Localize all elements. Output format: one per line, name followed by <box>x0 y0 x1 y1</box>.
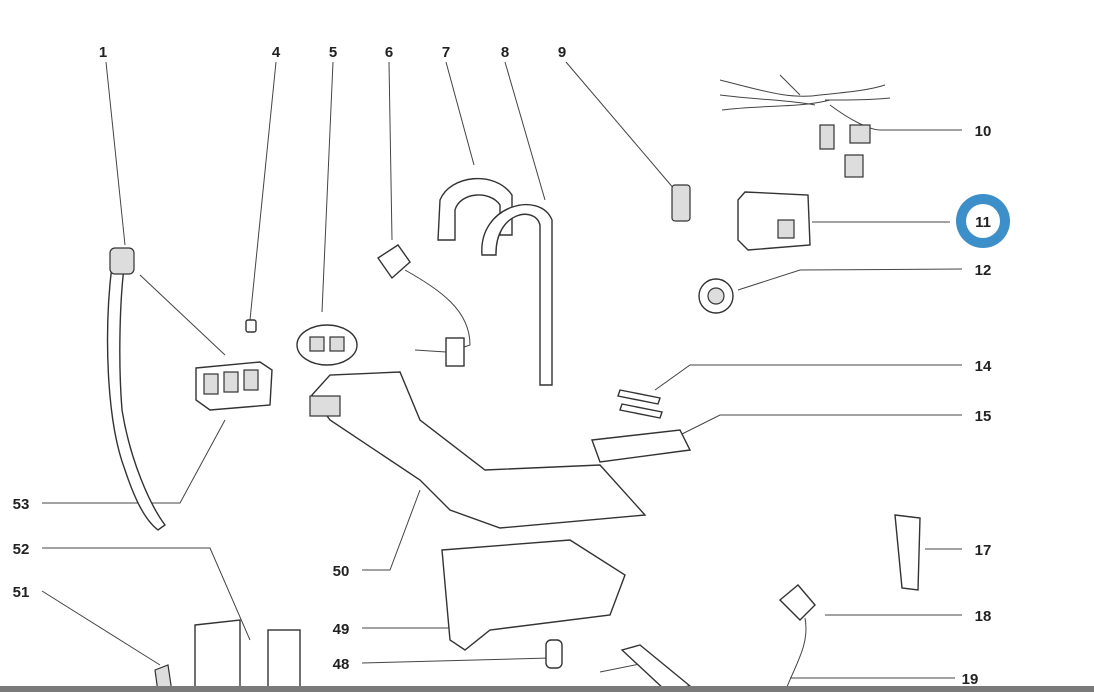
part-14-connectors <box>617 389 663 419</box>
part-panel <box>620 644 692 691</box>
part-wiring-10 <box>719 74 891 178</box>
part-48 <box>545 639 563 669</box>
part-bracket <box>194 619 241 692</box>
callout-6[interactable]: 6 <box>385 44 393 61</box>
part-17-switch <box>894 514 921 591</box>
part-drain-hose-8 <box>481 204 553 386</box>
part-inlet-hose <box>106 247 166 531</box>
part-valve-block <box>139 274 273 411</box>
callout-5[interactable]: 5 <box>329 44 337 61</box>
callout-9[interactable]: 9 <box>558 44 566 61</box>
callout-51[interactable]: 51 <box>13 584 30 601</box>
callout-10[interactable]: 10 <box>975 123 992 140</box>
callout-7[interactable]: 7 <box>442 44 450 61</box>
part-15-terminal-block <box>591 429 692 463</box>
callout-17[interactable]: 17 <box>975 542 992 559</box>
callout-50[interactable]: 50 <box>333 563 350 580</box>
callout-labels: 1 4 5 6 7 8 9 10 11 12 14 15 17 18 19 53… <box>13 44 992 688</box>
callout-15[interactable]: 15 <box>975 408 992 425</box>
part-50-dispenser-housing <box>309 371 647 529</box>
callout-52[interactable]: 52 <box>13 541 30 558</box>
part-12-sensor <box>698 278 734 314</box>
part-18-plug <box>778 584 816 692</box>
part-board <box>267 629 301 692</box>
leader-lines <box>41 61 963 679</box>
callout-14[interactable]: 14 <box>975 358 992 375</box>
part-9 <box>671 184 691 222</box>
part-4 <box>245 319 257 333</box>
callout-53[interactable]: 53 <box>13 496 30 513</box>
part-51 <box>154 664 173 692</box>
bottom-scroll-bar[interactable] <box>0 686 1094 692</box>
callout-19[interactable]: 19 <box>962 671 979 688</box>
highlight-circle-inner <box>966 204 1000 238</box>
part-power-cord-6 <box>377 244 471 367</box>
callout-49[interactable]: 49 <box>333 621 350 638</box>
part-49-drawer <box>441 539 626 651</box>
callout-18[interactable]: 18 <box>975 608 992 625</box>
part-clamp-7 <box>437 177 513 241</box>
part-seal-5 <box>296 324 358 366</box>
callout-4[interactable]: 4 <box>272 44 281 61</box>
callout-48[interactable]: 48 <box>333 656 350 673</box>
part-11-door-lock <box>737 191 811 251</box>
callout-1[interactable]: 1 <box>99 44 107 61</box>
callout-12[interactable]: 12 <box>975 262 992 279</box>
callout-8[interactable]: 8 <box>501 44 509 61</box>
callout-11[interactable]: 11 <box>975 214 991 231</box>
